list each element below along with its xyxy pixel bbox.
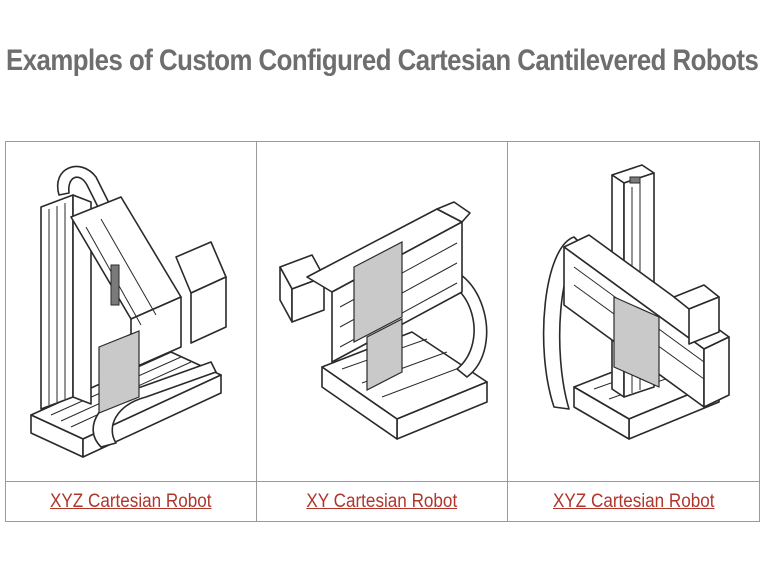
xyz-cartesian-robot-illustration — [30, 165, 227, 458]
page-title: Examples of Custom Configured Cartesian … — [6, 44, 759, 77]
robot-image-cell-3 — [508, 142, 759, 482]
robot-caption-cell-3: XYZ Cartesian Robot — [508, 482, 759, 521]
xyz-cartesian-robot-link-1[interactable]: XYZ Cartesian Robot — [50, 490, 212, 512]
xy-cartesian-robot-link[interactable]: XY Cartesian Robot — [306, 490, 458, 512]
xyz-cartesian-robot-link-2[interactable]: XYZ Cartesian Robot — [552, 490, 715, 512]
xy-cartesian-robot-illustration — [279, 200, 488, 440]
robot-caption-cell-2: XY Cartesian Robot — [257, 482, 508, 521]
xyz-cartesian-robot-illustration-2 — [542, 163, 730, 440]
robot-caption-cell-1: XYZ Cartesian Robot — [6, 482, 257, 521]
robot-image-cell-2 — [257, 142, 508, 482]
robot-image-cell-1 — [6, 142, 257, 482]
robot-examples-table: XYZ Cartesian Robot XY Cartesian Robot X… — [5, 141, 760, 522]
